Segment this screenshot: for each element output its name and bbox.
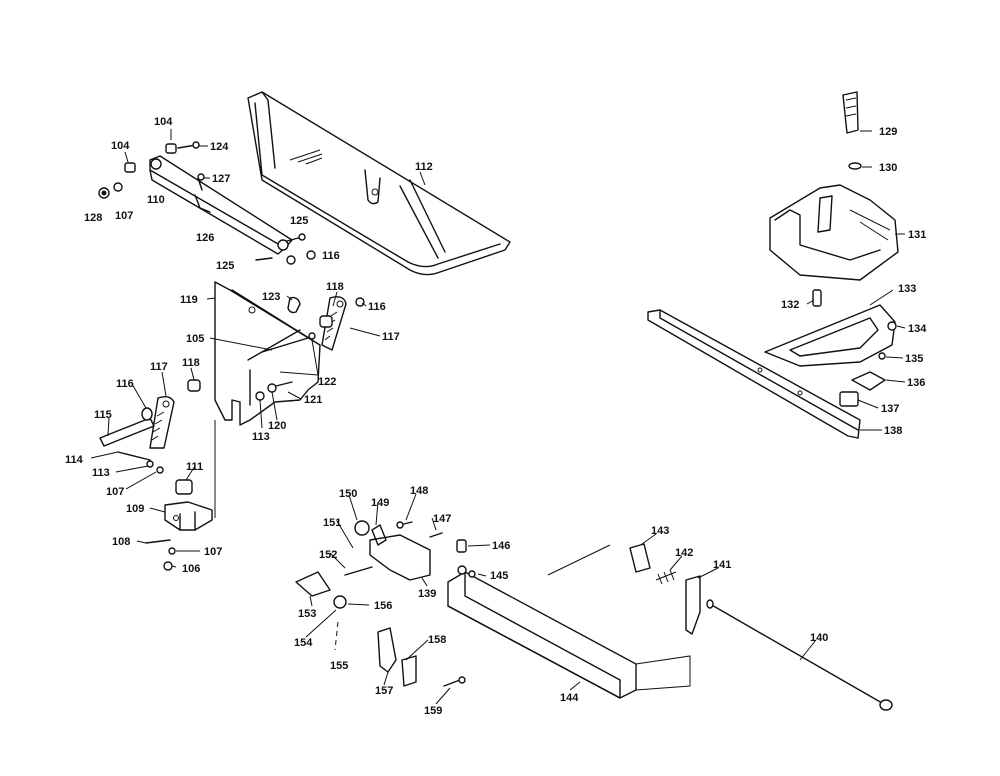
label-107a: 107: [115, 210, 133, 222]
label-125b: 125: [216, 260, 234, 272]
label-123: 123: [262, 291, 280, 303]
pawl-hardware: [99, 296, 365, 447]
rip-fence-144: [447, 544, 691, 699]
miter-gauge-131: [769, 91, 899, 307]
label-109: 109: [126, 503, 144, 515]
label-143: 143: [651, 525, 669, 537]
label-113b: 113: [92, 467, 110, 479]
label-140: 140: [810, 632, 828, 644]
label-113a: 113: [252, 431, 270, 443]
label-125a: 125: [290, 215, 308, 227]
label-117a: 117: [382, 331, 400, 343]
label-147: 147: [433, 513, 451, 525]
label-154: 154: [294, 637, 313, 649]
label-146: 146: [492, 540, 510, 552]
label-114: 114: [65, 454, 84, 466]
label-158: 158: [428, 634, 446, 646]
label-136: 136: [907, 377, 925, 389]
label-107c: 107: [204, 546, 222, 558]
label-108: 108: [112, 536, 130, 548]
label-116a: 116: [322, 250, 340, 262]
label-121: 121: [304, 394, 322, 406]
label-104b: 104: [111, 140, 130, 152]
label-130: 130: [879, 162, 897, 174]
anti-kickback-pawl-117: [149, 296, 347, 449]
label-116b: 116: [368, 301, 386, 313]
fence-lock-139: [295, 520, 476, 687]
label-145: 145: [490, 570, 508, 582]
label-126: 126: [196, 232, 214, 244]
label-133: 133: [898, 283, 916, 295]
label-104a: 104: [154, 116, 173, 128]
splitter-arm-126: [149, 155, 293, 255]
label-157: 157: [375, 685, 393, 697]
label-124: 124: [210, 141, 229, 153]
label-135: 135: [905, 353, 923, 365]
label-107b: 107: [106, 486, 124, 498]
part-labels: 104 104 124 127 128 107 110 126 125 125 …: [65, 116, 927, 717]
label-141: 141: [713, 559, 731, 571]
label-115: 115: [94, 409, 112, 421]
label-118a: 118: [326, 281, 344, 293]
label-144: 144: [560, 692, 579, 704]
label-120: 120: [268, 420, 286, 432]
label-128: 128: [84, 212, 102, 224]
label-152: 152: [319, 549, 337, 561]
label-137: 137: [881, 403, 899, 415]
label-138: 138: [884, 425, 902, 437]
splitter-plate-119: [214, 281, 321, 426]
label-151: 151: [323, 517, 341, 529]
label-105: 105: [186, 333, 204, 345]
label-111: 111: [186, 461, 203, 473]
label-112: 112: [415, 161, 433, 173]
label-110: 110: [147, 194, 165, 206]
miter-bar-138: [647, 309, 861, 439]
label-117b: 117: [150, 361, 168, 373]
bracket-109: [117, 420, 216, 571]
rear-clamp-141: [629, 543, 893, 711]
label-153: 153: [298, 608, 316, 620]
label-148: 148: [410, 485, 428, 497]
label-119: 119: [180, 294, 198, 306]
label-118b: 118: [182, 357, 200, 369]
blade-guard-112: [247, 91, 511, 276]
label-159: 159: [424, 705, 442, 717]
label-155: 155: [330, 660, 348, 672]
label-132: 132: [781, 299, 799, 311]
label-142: 142: [675, 547, 693, 559]
leader-lines: [90, 129, 906, 705]
miter-pointer-133: [764, 304, 897, 407]
label-134: 134: [908, 323, 927, 335]
label-131: 131: [908, 229, 926, 241]
label-129: 129: [879, 126, 897, 138]
label-122: 122: [318, 376, 336, 388]
label-106: 106: [182, 563, 200, 575]
label-150: 150: [339, 488, 357, 500]
small-hardware-upper-left: [98, 141, 316, 265]
label-149: 149: [371, 497, 389, 509]
label-156: 156: [374, 600, 392, 612]
label-116c: 116: [116, 378, 134, 390]
label-127: 127: [212, 173, 230, 185]
label-139: 139: [418, 588, 436, 600]
